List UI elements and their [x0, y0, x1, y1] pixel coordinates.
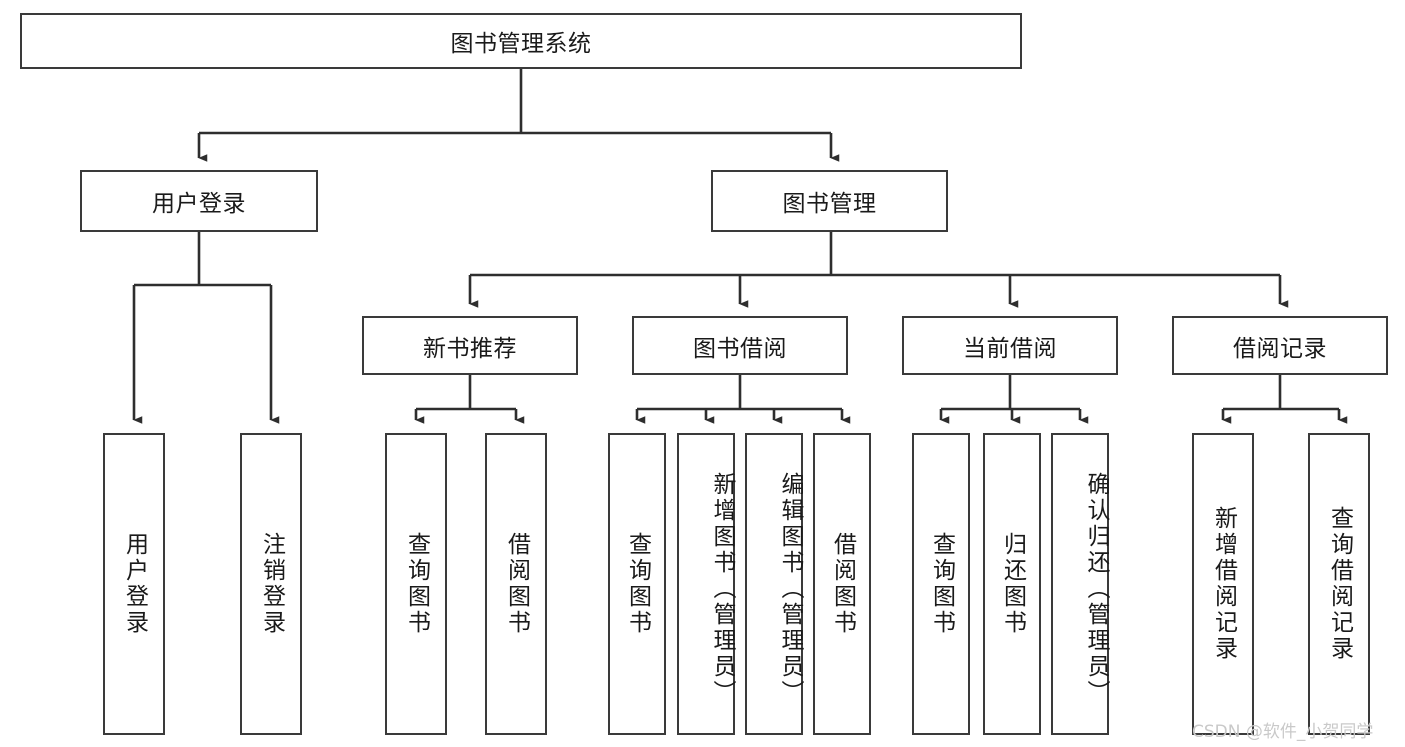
node-label: 用户登录 — [121, 532, 148, 636]
csdn-watermark: CSDN @软件_小贺同学 — [1192, 722, 1374, 742]
node-current-borrow[interactable]: 当前借阅 — [902, 316, 1118, 375]
node-label: 新增借阅记录 — [1210, 506, 1237, 662]
node-borrow-records[interactable]: 借阅记录 — [1172, 316, 1388, 375]
leaf-query-borrow-record[interactable]: 查询借阅记录 — [1308, 433, 1370, 735]
node-user-login[interactable]: 用户登录 — [80, 170, 318, 232]
node-label: 当前借阅 — [963, 335, 1057, 362]
node-label: 新增图书（管理员） — [709, 472, 735, 706]
leaf-return-books[interactable]: 归还图书 — [983, 433, 1041, 735]
node-label: 查询图书 — [624, 532, 651, 636]
node-label: 借阅图书 — [829, 532, 856, 636]
node-book-management[interactable]: 图书管理 — [711, 170, 948, 232]
leaf-query-books-recommend[interactable]: 查询图书 — [385, 433, 447, 735]
node-label: 用户登录 — [152, 191, 246, 217]
node-label: 注销登录 — [258, 532, 285, 636]
leaf-borrow-books-recommend[interactable]: 借阅图书 — [485, 433, 547, 735]
leaf-user-login[interactable]: 用户登录 — [103, 433, 165, 735]
node-label: 新书推荐 — [423, 335, 517, 362]
node-label: 查询图书 — [403, 532, 430, 636]
leaf-query-books-current[interactable]: 查询图书 — [912, 433, 970, 735]
node-label: 归还图书 — [999, 532, 1026, 636]
node-label: 借阅图书 — [503, 532, 530, 636]
node-label: 查询借阅记录 — [1326, 506, 1353, 662]
node-label: 图书借阅 — [693, 335, 787, 362]
node-label: 确认归还（管理员） — [1083, 472, 1109, 706]
leaf-confirm-return-admin[interactable]: 确认归还（管理员） — [1051, 433, 1109, 735]
node-label: 借阅记录 — [1233, 335, 1327, 362]
leaf-edit-book-admin[interactable]: 编辑图书（管理员） — [745, 433, 803, 735]
leaf-add-book-admin[interactable]: 新增图书（管理员） — [677, 433, 735, 735]
node-label: 编辑图书（管理员） — [777, 472, 803, 706]
node-book-borrow[interactable]: 图书借阅 — [632, 316, 848, 375]
node-label: 图书管理 — [782, 191, 877, 217]
node-label: 图书管理系统 — [450, 31, 592, 57]
node-new-book-recommend[interactable]: 新书推荐 — [362, 316, 578, 375]
leaf-add-borrow-record[interactable]: 新增借阅记录 — [1192, 433, 1254, 735]
leaf-logout-login[interactable]: 注销登录 — [240, 433, 302, 735]
leaf-borrow-books[interactable]: 借阅图书 — [813, 433, 871, 735]
node-label: 查询图书 — [928, 532, 955, 636]
node-root-system[interactable]: 图书管理系统 — [20, 13, 1022, 69]
leaf-query-books-borrow[interactable]: 查询图书 — [608, 433, 666, 735]
